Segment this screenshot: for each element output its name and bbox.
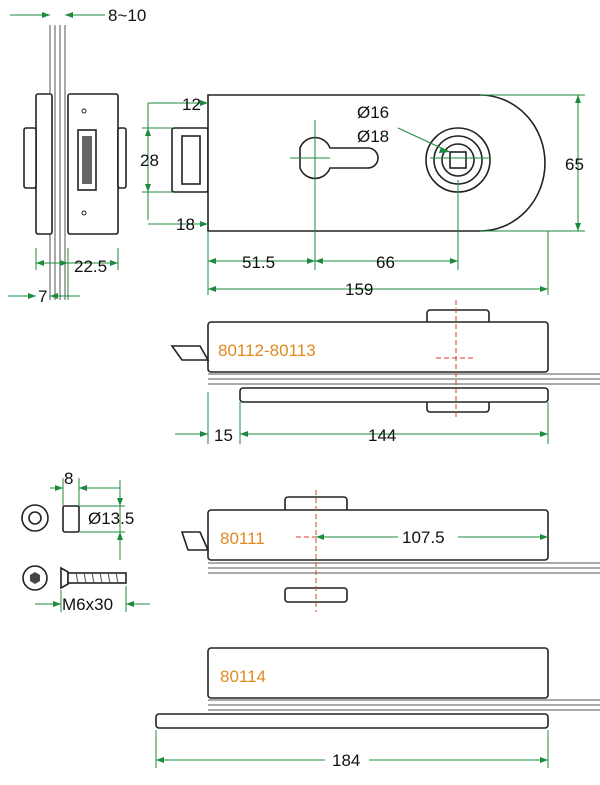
side-view	[23, 25, 127, 300]
bolt-spacing-label: 22.5	[74, 257, 107, 276]
screw-size-label: M6x30	[62, 595, 113, 614]
key-to-spindle-label: 66	[376, 253, 395, 272]
plan-view-80111: 80111	[180, 490, 600, 612]
side-view-dimensions: 8~10 22.5 7	[8, 6, 146, 306]
washer-and-screw: 8 Ø13.5 M6x30	[21, 469, 150, 614]
height-label: 65	[565, 155, 584, 174]
model-code-80111: 80111	[220, 529, 265, 548]
plan-view-80111-dimensions: 107.5	[316, 525, 548, 547]
plate-length-label: 184	[332, 751, 360, 770]
hole-diameter-a: Ø16	[357, 103, 389, 122]
total-length-label: 159	[345, 280, 373, 299]
plan-view-80112: 80112-80113	[170, 300, 600, 418]
plan-view-80114-dimensions: 184	[155, 730, 549, 770]
plate-height-label: 28	[140, 151, 159, 170]
body-length-label: 144	[368, 426, 396, 445]
model-code-80114: 80114	[220, 667, 266, 686]
washer-diameter-label: Ø13.5	[88, 509, 134, 528]
plan-view-80114: 80114	[155, 647, 600, 729]
bottom-offset-label: 18	[176, 215, 195, 234]
side-gap-label: 7	[38, 287, 47, 306]
glass-thickness-label: 8~10	[108, 6, 146, 25]
front-view-dimensions: 12 28 18 Ø16 Ø18 65 51.5 66	[140, 94, 585, 299]
top-offset-label: 12	[182, 95, 201, 114]
overhang-label: 15	[214, 426, 233, 445]
washer-width-label: 8	[64, 469, 73, 488]
hole-diameter-b: Ø18	[357, 127, 389, 146]
center-to-key-label: 51.5	[242, 253, 275, 272]
front-view	[171, 94, 546, 270]
spindle-offset-label: 107.5	[402, 528, 445, 547]
plan-view-80112-dimensions: 15 144	[175, 392, 549, 445]
model-code-80112: 80112-80113	[218, 341, 316, 360]
